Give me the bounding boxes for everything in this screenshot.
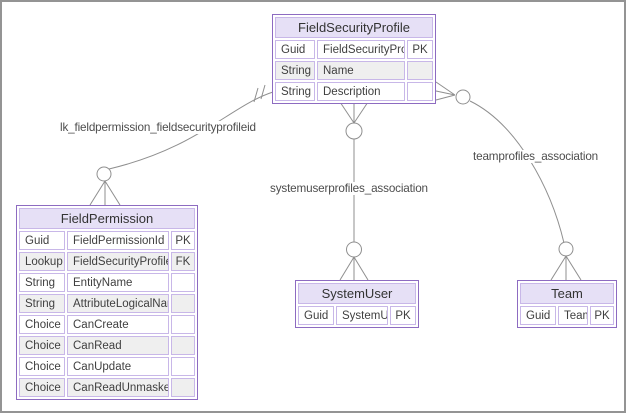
attribute-row: Guid FieldPermissionId PK [19,231,195,250]
relationship-systemuserprofiles [339,101,369,281]
attribute-row: String EntityName [19,273,195,292]
zero-marker [96,166,112,182]
attribute-row: String Name [275,61,433,80]
many-marker [550,255,582,281]
attr-type: Choice [19,315,65,334]
attr-name: CanUpdate [67,357,169,376]
zero-marker [455,89,471,105]
attr-key [171,336,195,355]
attr-name: Description [317,82,405,101]
entity-table: Team Guid TeamID PK [517,280,617,328]
attr-name: CanReadUnmasked [67,378,169,397]
attr-type: Choice [19,336,65,355]
entity-systemuser[interactable]: SystemUser Guid SystemUserId PK [295,280,419,328]
attr-name: CanRead [67,336,169,355]
attr-key: PK [589,306,614,325]
entity-title: FieldSecurityProfile [275,17,433,38]
entity-table: SystemUser Guid SystemUserId PK [295,280,419,328]
attr-type: String [19,273,65,292]
many-marker [89,180,121,206]
attr-type: Choice [19,357,65,376]
zero-marker [345,122,363,140]
attribute-row: Lookup FieldSecurityProfileId FK [19,252,195,271]
entity-title: FieldPermission [19,208,195,229]
attr-type: String [19,294,65,313]
entity-table: FieldSecurityProfile Guid FieldSecurityP… [272,14,436,104]
attr-key [171,357,195,376]
relationship-teamprofiles [435,81,582,281]
attribute-row: String Description [275,82,433,101]
attr-key: PK [389,306,416,325]
attr-type: Guid [298,306,334,325]
attr-name: FieldSecurityProfileId [317,40,405,59]
attribute-row: Choice CanReadUnmasked [19,378,195,397]
attr-name: FieldPermissionId [67,231,169,250]
zero-marker [346,241,362,258]
relationship-fieldpermission-fieldsecurityprofileid [89,84,274,206]
attr-key [171,315,195,334]
attr-name: CanCreate [67,315,169,334]
entity-fieldsecurityprofile[interactable]: FieldSecurityProfile Guid FieldSecurityP… [272,14,436,104]
entity-team[interactable]: Team Guid TeamID PK [517,280,617,328]
attr-key [406,61,433,80]
relationship-label: teamprofiles_association [471,150,601,163]
many-marker [339,101,369,124]
attr-name: FieldSecurityProfileId [67,252,169,271]
attr-name: AttributeLogicalName [67,294,169,313]
attribute-row: Guid TeamID PK [520,306,614,325]
attr-name: SystemUserId [336,306,388,325]
attr-type: Guid [520,306,556,325]
entity-fieldpermission[interactable]: FieldPermission Guid FieldPermissionId P… [16,205,198,400]
attr-key [406,82,433,101]
many-marker [435,81,456,101]
attr-type: Guid [19,231,65,250]
relationship-label: systemuserprofiles_association [268,182,430,195]
attr-name: Name [317,61,405,80]
relationship-label: lk_fieldpermission_fieldsecurityprofilei… [58,121,258,134]
attr-type: Lookup [19,252,65,271]
attr-type: Choice [19,378,65,397]
entity-table: FieldPermission Guid FieldPermissionId P… [16,205,198,400]
attr-key [171,378,195,397]
relationship-line [469,100,565,244]
attr-key: FK [171,252,195,271]
attribute-row: Choice CanUpdate [19,357,195,376]
attr-type: String [275,61,315,80]
attribute-row: Guid SystemUserId PK [298,306,416,325]
attr-type: String [275,82,315,101]
attr-key [171,273,195,292]
attribute-row: Choice CanRead [19,336,195,355]
one-marker [253,84,266,103]
attribute-row: Choice CanCreate [19,315,195,334]
zero-marker [558,241,574,257]
attr-key: PK [171,231,195,250]
attr-name: EntityName [67,273,169,292]
entity-title: Team [520,283,614,304]
many-marker [339,256,369,281]
attribute-row: String AttributeLogicalName [19,294,195,313]
entity-title: SystemUser [298,283,416,304]
attr-key [171,294,195,313]
attr-key: PK [406,40,433,59]
attr-name: TeamID [558,306,588,325]
attribute-row: Guid FieldSecurityProfileId PK [275,40,433,59]
attr-type: Guid [275,40,315,59]
